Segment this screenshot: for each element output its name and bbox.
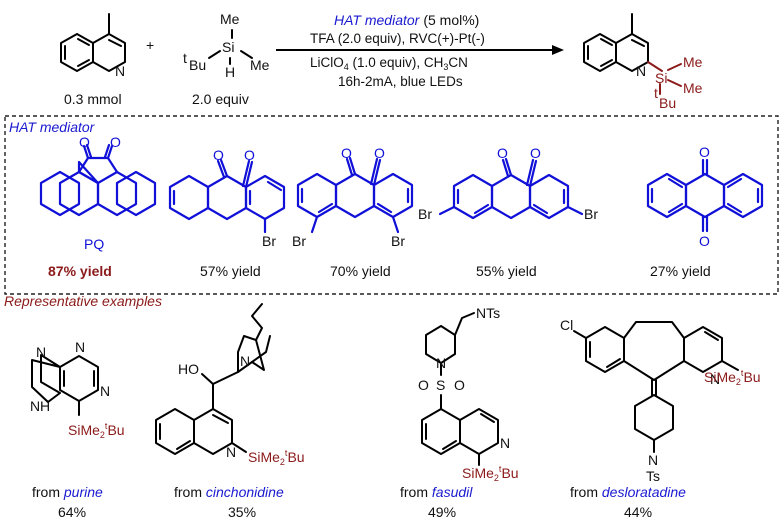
conditions-line4: 16h-2mA, blue LEDs <box>338 74 463 89</box>
mediator-pq-yield: 87% yield <box>48 263 112 279</box>
mediator-pq-structure <box>39 143 157 217</box>
product-C-Si-bond <box>647 61 663 72</box>
example-cinchonidine-source: from cinchonidine <box>174 484 284 500</box>
silane-tBu-t: t <box>183 50 187 66</box>
fasudil-N: N <box>436 355 446 371</box>
examples-title: Representative examples <box>4 293 162 309</box>
fasudil-O1: O <box>418 377 429 393</box>
lepidine-structure <box>60 13 126 72</box>
lepidine-N-atom: N <box>115 63 125 79</box>
mediator-aq-structure <box>646 158 764 233</box>
silane-Me-top: Me <box>220 11 240 27</box>
silane-H: H <box>225 64 235 80</box>
example-desloratadine-structure <box>573 321 739 453</box>
example-fasudil-source: from fasudil <box>400 484 473 500</box>
mediator-3br-O2: O <box>244 147 255 163</box>
conditions-line2: TFA (2.0 equiv), RVC(+)-Pt(-) <box>310 31 485 46</box>
cinchonidine-HO: HO <box>178 361 199 377</box>
mediator-36dibr-Br1: Br <box>292 233 306 249</box>
hat-panel-title: HAT mediator <box>9 119 96 135</box>
mediator-pq-O1: O <box>79 134 90 150</box>
mediator-36dibr-O2: O <box>374 145 385 161</box>
example-purine-source: from purine <box>32 484 103 500</box>
fasudil-O2: O <box>454 377 465 393</box>
silane-structure <box>208 29 253 65</box>
mediator-27dibr-Br2: Br <box>584 206 598 222</box>
fasudil-silyl: SiMe2tBu <box>462 464 519 483</box>
reactant-amount: 0.3 mmol <box>64 91 122 107</box>
product-N-atom: N <box>636 63 646 79</box>
product-Si: Si <box>655 70 667 86</box>
mediator-36dibr-structure <box>296 156 414 234</box>
fasudil-ring-N: N <box>500 435 510 451</box>
purine-H: H <box>40 398 50 414</box>
mediator-aq-O1: O <box>699 144 710 160</box>
silane-tBu-Bu: Bu <box>189 57 206 73</box>
mediator-3br-Br: Br <box>262 233 276 249</box>
example-fasudil-structure <box>421 312 499 466</box>
mediator-36dibr-yield: 70% yield <box>330 263 391 279</box>
silane-amount: 2.0 equiv <box>192 91 249 107</box>
mediator-pq-abbrev: PQ <box>84 236 104 252</box>
fasudil-NTs: NTs <box>476 305 500 321</box>
hat-mediator-panel <box>4 115 779 295</box>
product-Si-Me2-bond <box>667 79 682 87</box>
mediator-3br-structure <box>168 158 286 234</box>
purine-N1: N <box>36 344 46 360</box>
mediator-27dibr-O1: O <box>497 145 508 161</box>
mediator-3br-O1: O <box>213 147 224 163</box>
product-Si-Me1-bond <box>667 63 682 71</box>
example-desloratadine-yield: 44% <box>624 504 652 520</box>
cinchonidine-N2: N <box>226 444 236 460</box>
mediator-27dibr-structure <box>438 157 584 220</box>
plus-sign: + <box>146 37 154 53</box>
example-purine-yield: 64% <box>58 504 86 520</box>
desloratadine-piperidine-N: N <box>648 452 658 468</box>
mediator-27dibr-Br1: Br <box>418 206 432 222</box>
mediator-aq-yield: 27% yield <box>650 263 711 279</box>
mediator-36dibr-Br2: Br <box>391 233 405 249</box>
purine-silyl: SiMe2tBu <box>68 421 125 440</box>
cinchonidine-silyl: SiMe2tBu <box>248 448 305 467</box>
example-cinchonidine-structure <box>155 303 271 455</box>
conditions-line3: LiClO4 (1.0 equiv), CH3CN <box>310 55 468 72</box>
cinchonidine-N1: N <box>240 353 250 369</box>
desloratadine-Cl: Cl <box>560 317 573 333</box>
mediator-27dibr-O2: O <box>530 145 541 161</box>
silane-Me-right: Me <box>250 57 270 73</box>
example-desloratadine-source: from desloratadine <box>570 484 686 500</box>
mediator-pq-O2: O <box>110 134 121 150</box>
purine-N2: N <box>75 339 85 355</box>
product-tBu-Bu: Bu <box>659 95 676 111</box>
mediator-27dibr-yield: 55% yield <box>476 263 537 279</box>
mediator-36dibr-O1: O <box>341 145 352 161</box>
purine-N3: N <box>100 383 110 399</box>
product-Me2: Me <box>683 80 703 96</box>
fasudil-S: S <box>436 377 445 393</box>
conditions-line1: HAT mediator(5 mol%) <box>334 12 479 28</box>
product-Me1: Me <box>683 54 703 70</box>
mediator-3br-yield: 57% yield <box>200 263 261 279</box>
purine-N4: N <box>30 398 40 414</box>
example-cinchonidine-yield: 35% <box>228 504 256 520</box>
reaction-arrow-head <box>552 45 564 55</box>
desloratadine-pyridine-N: N <box>710 371 720 387</box>
example-fasudil-yield: 49% <box>428 504 456 520</box>
desloratadine-silyl: SiMe2tBu <box>704 368 761 387</box>
product-tBu-t: t <box>654 85 658 101</box>
mediator-aq-O2: O <box>699 233 710 249</box>
desloratadine-Ts: Ts <box>646 468 660 484</box>
silane-Si: Si <box>222 39 234 55</box>
example-purine-structure <box>31 354 99 416</box>
